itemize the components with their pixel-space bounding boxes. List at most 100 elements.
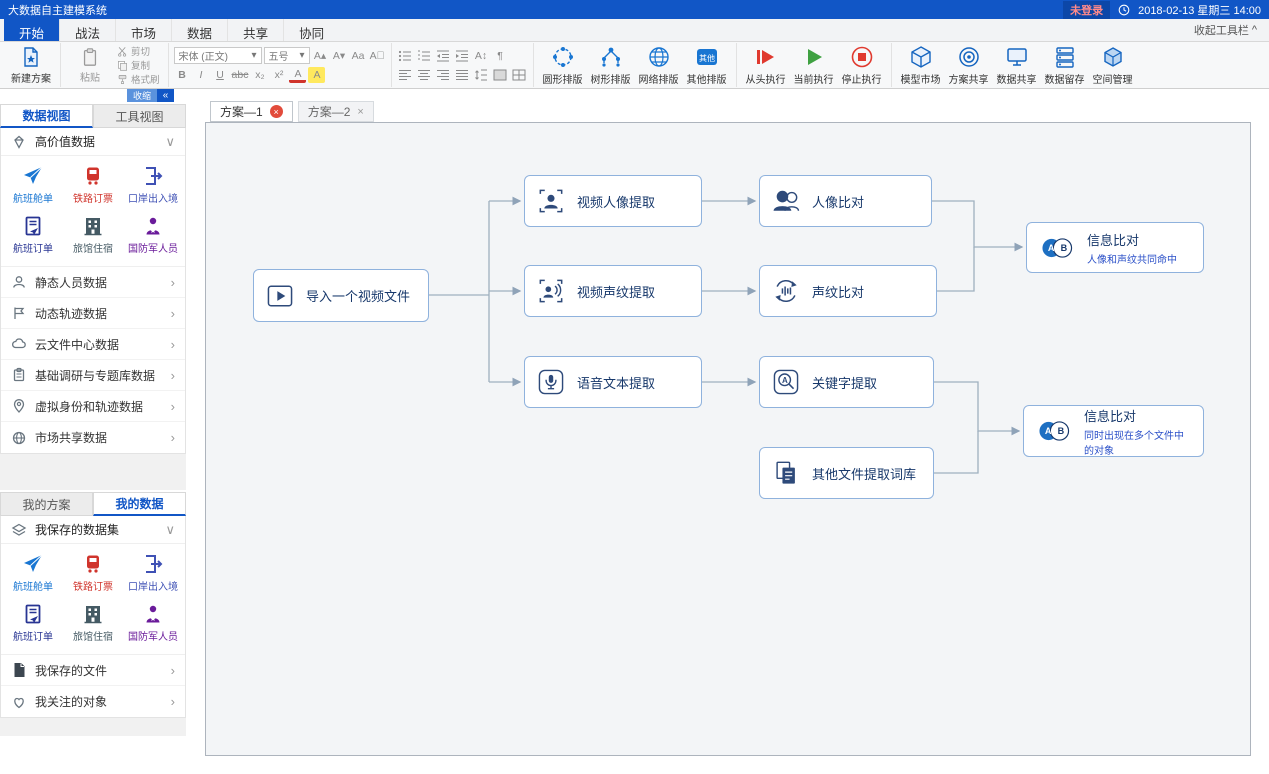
bullet-list-button[interactable] <box>397 48 414 64</box>
dataset-defense-military[interactable]: 国防军人员 <box>123 598 183 648</box>
node-face-compare[interactable]: 人像比对 <box>759 175 932 227</box>
dataset-railway-ticket[interactable]: 铁路订票 <box>63 160 123 210</box>
shading-button[interactable] <box>492 67 509 83</box>
ribbon-tab-start[interactable]: 开始 <box>4 19 59 41</box>
borders-button[interactable] <box>511 67 528 83</box>
copy-button[interactable]: 复制 <box>114 59 163 72</box>
node-video-face-extraction[interactable]: 视频人像提取 <box>524 175 702 227</box>
ribbon-tab-data[interactable]: 数据 <box>171 19 227 41</box>
decrease-indent-button[interactable] <box>435 48 452 64</box>
node-info-compare-1[interactable]: A B 信息比对 人像和声纹共同命中 <box>1026 222 1204 273</box>
paragraph-mark-button[interactable]: ¶ <box>492 48 509 64</box>
dataset-defense-military[interactable]: 国防军人员 <box>123 210 183 260</box>
group-new-plan: 新建方案 <box>2 43 61 87</box>
cut-button[interactable]: 剪切 <box>114 45 163 58</box>
section-static-personnel[interactable]: 静态人员数据 › <box>1 267 185 298</box>
section-market-shared[interactable]: 市场共享数据 › <box>1 422 185 453</box>
model-market-button[interactable]: 模型市场 <box>897 43 945 87</box>
sort-button[interactable]: A↕ <box>473 48 490 64</box>
collapse-toolbar-button[interactable]: 收起工具栏 ^ <box>1194 19 1257 41</box>
ribbon-tab-collab[interactable]: 协同 <box>283 19 339 41</box>
shrink-font-button[interactable]: A▾ <box>331 48 348 64</box>
tab-my-data[interactable]: 我的数据 <box>93 492 186 516</box>
space-manage-button[interactable]: 空间管理 <box>1089 43 1137 87</box>
node-voiceprint-compare[interactable]: 声纹比对 <box>759 265 937 317</box>
align-right-button[interactable] <box>435 67 452 83</box>
increase-indent-button[interactable] <box>454 48 471 64</box>
line-spacing-button[interactable] <box>473 67 490 83</box>
bold-button[interactable]: B <box>174 67 191 83</box>
flow-canvas[interactable]: 导入一个视频文件 视频人像提取 人像比对 <box>205 122 1251 756</box>
underline-button[interactable]: U <box>212 67 229 83</box>
tab-plan-1[interactable]: 方案—1 × <box>210 101 293 122</box>
section-basic-research[interactable]: 基础调研与专题库数据 › <box>1 360 185 391</box>
node-speech-text-extraction[interactable]: 语音文本提取 <box>524 356 702 408</box>
plan-share-button[interactable]: 方案共享 <box>945 43 993 87</box>
chevron-down-icon: ▾ <box>299 50 304 61</box>
font-color-button[interactable]: A <box>289 67 306 83</box>
login-status[interactable]: 未登录 <box>1063 1 1110 19</box>
close-tab-icon[interactable]: × <box>270 105 283 118</box>
node-import-video-file[interactable]: 导入一个视频文件 <box>253 269 429 322</box>
dataset-railway-ticket[interactable]: 铁路订票 <box>63 548 123 598</box>
font-family-select[interactable]: 宋体 (正文) ▾ <box>174 47 262 64</box>
tab-my-plans[interactable]: 我的方案 <box>0 492 93 516</box>
node-keyword-extraction[interactable]: A 关键字提取 <box>759 356 934 408</box>
sidebar-collapse-button[interactable]: 收缩 « <box>127 89 174 102</box>
section-my-saved-files[interactable]: 我保存的文件 › <box>1 655 185 686</box>
change-case-button[interactable]: Aa <box>350 48 367 64</box>
section-high-value-data[interactable]: 高价值数据 ∨ <box>1 128 185 156</box>
tab-plan-2[interactable]: 方案—2 × <box>298 101 374 122</box>
run-current-icon <box>802 45 826 69</box>
stop-run-button[interactable]: 停止执行 <box>838 43 886 87</box>
ribbon-tab-market[interactable]: 市场 <box>115 19 171 41</box>
ribbon-tab-share[interactable]: 共享 <box>227 19 283 41</box>
node-other-files-lexicon[interactable]: 其他文件提取词库 <box>759 447 934 499</box>
dataset-port-entry-exit[interactable]: 口岸出入境 <box>123 548 183 598</box>
data-retention-button[interactable]: 数据留存 <box>1041 43 1089 87</box>
tree-layout-button[interactable]: 树形排版 <box>587 43 635 87</box>
justify-button[interactable] <box>454 67 471 83</box>
data-share-button[interactable]: 数据共享 <box>993 43 1041 87</box>
dataset-hotel-stay[interactable]: 旅馆住宿 <box>63 598 123 648</box>
circular-layout-button[interactable]: 圆形排版 <box>539 43 587 87</box>
section-dynamic-trajectory[interactable]: 动态轨迹数据 › <box>1 298 185 329</box>
align-left-button[interactable] <box>397 67 414 83</box>
section-saved-datasets[interactable]: 我保存的数据集 ∨ <box>1 516 185 544</box>
other-layout-button[interactable]: 其他 其他排版 <box>683 43 731 87</box>
superscript-button[interactable]: x² <box>270 67 287 83</box>
font-size-select[interactable]: 五号 ▾ <box>264 47 310 64</box>
paste-icon <box>80 47 100 67</box>
subscript-button[interactable]: x₂ <box>251 67 268 83</box>
run-from-start-button[interactable]: 从头执行 <box>742 43 790 87</box>
clear-format-button[interactable]: A⃠ <box>369 48 386 64</box>
tab-tool-view[interactable]: 工具视图 <box>93 104 186 128</box>
new-plan-label: 新建方案 <box>11 70 51 85</box>
dataset-hotel-stay[interactable]: 旅馆住宿 <box>63 210 123 260</box>
format-painter-button[interactable]: 格式刷 <box>114 73 163 86</box>
sidebar-spacer <box>0 454 186 490</box>
node-info-compare-2[interactable]: A B 信息比对 同时出现在多个文件中的对象 <box>1023 405 1204 457</box>
dataset-flight-order[interactable]: 航班订单 <box>3 598 63 648</box>
strikethrough-button[interactable]: abc <box>231 67 250 83</box>
dataset-port-entry-exit[interactable]: 口岸出入境 <box>123 160 183 210</box>
grow-font-button[interactable]: A▴ <box>312 48 329 64</box>
section-virtual-identity[interactable]: 虚拟身份和轨迹数据 › <box>1 391 185 422</box>
network-layout-button[interactable]: 网络排版 <box>635 43 683 87</box>
numbered-list-button[interactable] <box>416 48 433 64</box>
dataset-flight-manifest[interactable]: 航班舱单 <box>3 548 63 598</box>
new-plan-button[interactable]: 新建方案 <box>7 43 55 87</box>
paste-button[interactable]: 粘贴 <box>66 43 114 87</box>
dataset-flight-order[interactable]: 航班订单 <box>3 210 63 260</box>
run-current-button[interactable]: 当前执行 <box>790 43 838 87</box>
align-center-button[interactable] <box>416 67 433 83</box>
highlight-color-button[interactable]: A <box>308 67 325 83</box>
dataset-flight-manifest[interactable]: 航班舱单 <box>3 160 63 210</box>
node-video-voiceprint-extraction[interactable]: 视频声纹提取 <box>524 265 702 317</box>
ribbon-tab-tactics[interactable]: 战法 <box>59 19 115 41</box>
italic-button[interactable]: I <box>193 67 210 83</box>
close-tab-icon[interactable]: × <box>357 106 363 118</box>
section-cloud-file-center[interactable]: 云文件中心数据 › <box>1 329 185 360</box>
section-my-followed-objects[interactable]: 我关注的对象 › <box>1 686 185 717</box>
tab-data-view[interactable]: 数据视图 <box>0 104 93 128</box>
